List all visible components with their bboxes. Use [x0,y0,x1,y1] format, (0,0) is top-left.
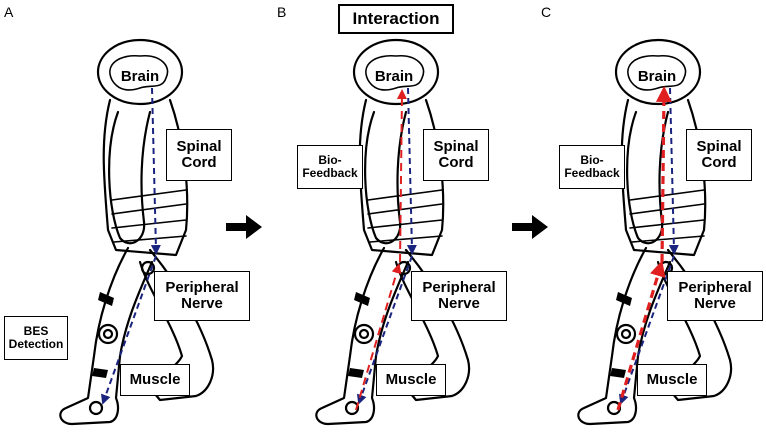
afferent-path-spinal [655,86,672,263]
brain-outline [365,55,425,91]
orthosis-straps [348,292,370,378]
interaction-title: Interaction [338,4,454,34]
orthosis-straps [610,292,632,378]
orthosis-straps [92,292,114,378]
afferent-path-nerve [355,263,402,411]
knee-joint-inner [358,328,370,340]
efferent-path-nerve [356,255,413,405]
arm-outline [108,110,152,245]
arm-outline [626,110,670,245]
knee-joint [353,323,375,345]
peripheral-nerve-label-b: Peripheral Nerve [411,271,507,321]
arrow-right-icon [226,215,262,239]
head-outline [352,38,440,106]
knee-joint-inner [620,328,632,340]
front-leg-outline [59,246,154,426]
brain-label-a: Brain [120,68,160,85]
knee-joint-inner [102,328,114,340]
efferent-path-nerve [100,255,157,405]
spinal-cord-label-a: Spinal Cord [166,129,232,181]
efferent-path-spinal [668,87,679,255]
front-leg-outline [577,246,672,426]
efferent-path-spinal [406,87,417,255]
peripheral-nerve-label-a: Peripheral Nerve [154,271,250,321]
head-outline [614,38,702,106]
afferent-path-nerve [616,260,666,411]
brain-label-c: Brain [637,68,677,85]
peripheral-nerve-label-c: Peripheral Nerve [667,271,763,321]
belt-lines [629,189,705,243]
head-outline [96,38,184,106]
bio-feedback-label-b: Bio-Feedback [297,145,363,189]
spinal-cord-label-b: Spinal Cord [423,129,489,181]
efferent-path-nerve [618,255,675,405]
panel-letter-a: A [4,4,14,20]
panel-letter-b: B [277,4,287,20]
hip-joint [140,260,156,276]
spinal-cord-label-c: Spinal Cord [686,129,752,181]
brain-label-b: Brain [374,68,414,85]
knee-joint [97,323,119,345]
ankle-joint [88,400,104,416]
human-figure-b [315,38,471,426]
brain-outline [627,55,687,91]
arrow-right-icon [512,215,548,239]
bes-detection-label-a: BES Detection [4,316,68,360]
brain-outline [109,55,169,91]
belt-lines [111,189,187,243]
muscle-label-c: Muscle [637,364,707,396]
arm-outline [364,110,408,245]
front-leg-outline [315,246,410,426]
efferent-path-spinal [150,87,161,255]
belt-lines [367,189,443,243]
knee-joint [615,323,637,345]
panel-letter-c: C [541,4,552,20]
muscle-label-b: Muscle [376,364,446,396]
muscle-label-a: Muscle [120,364,190,396]
afferent-path-spinal [396,89,407,263]
bio-feedback-label-c: Bio-Feedback [559,145,625,189]
ankle-joint [344,400,360,416]
